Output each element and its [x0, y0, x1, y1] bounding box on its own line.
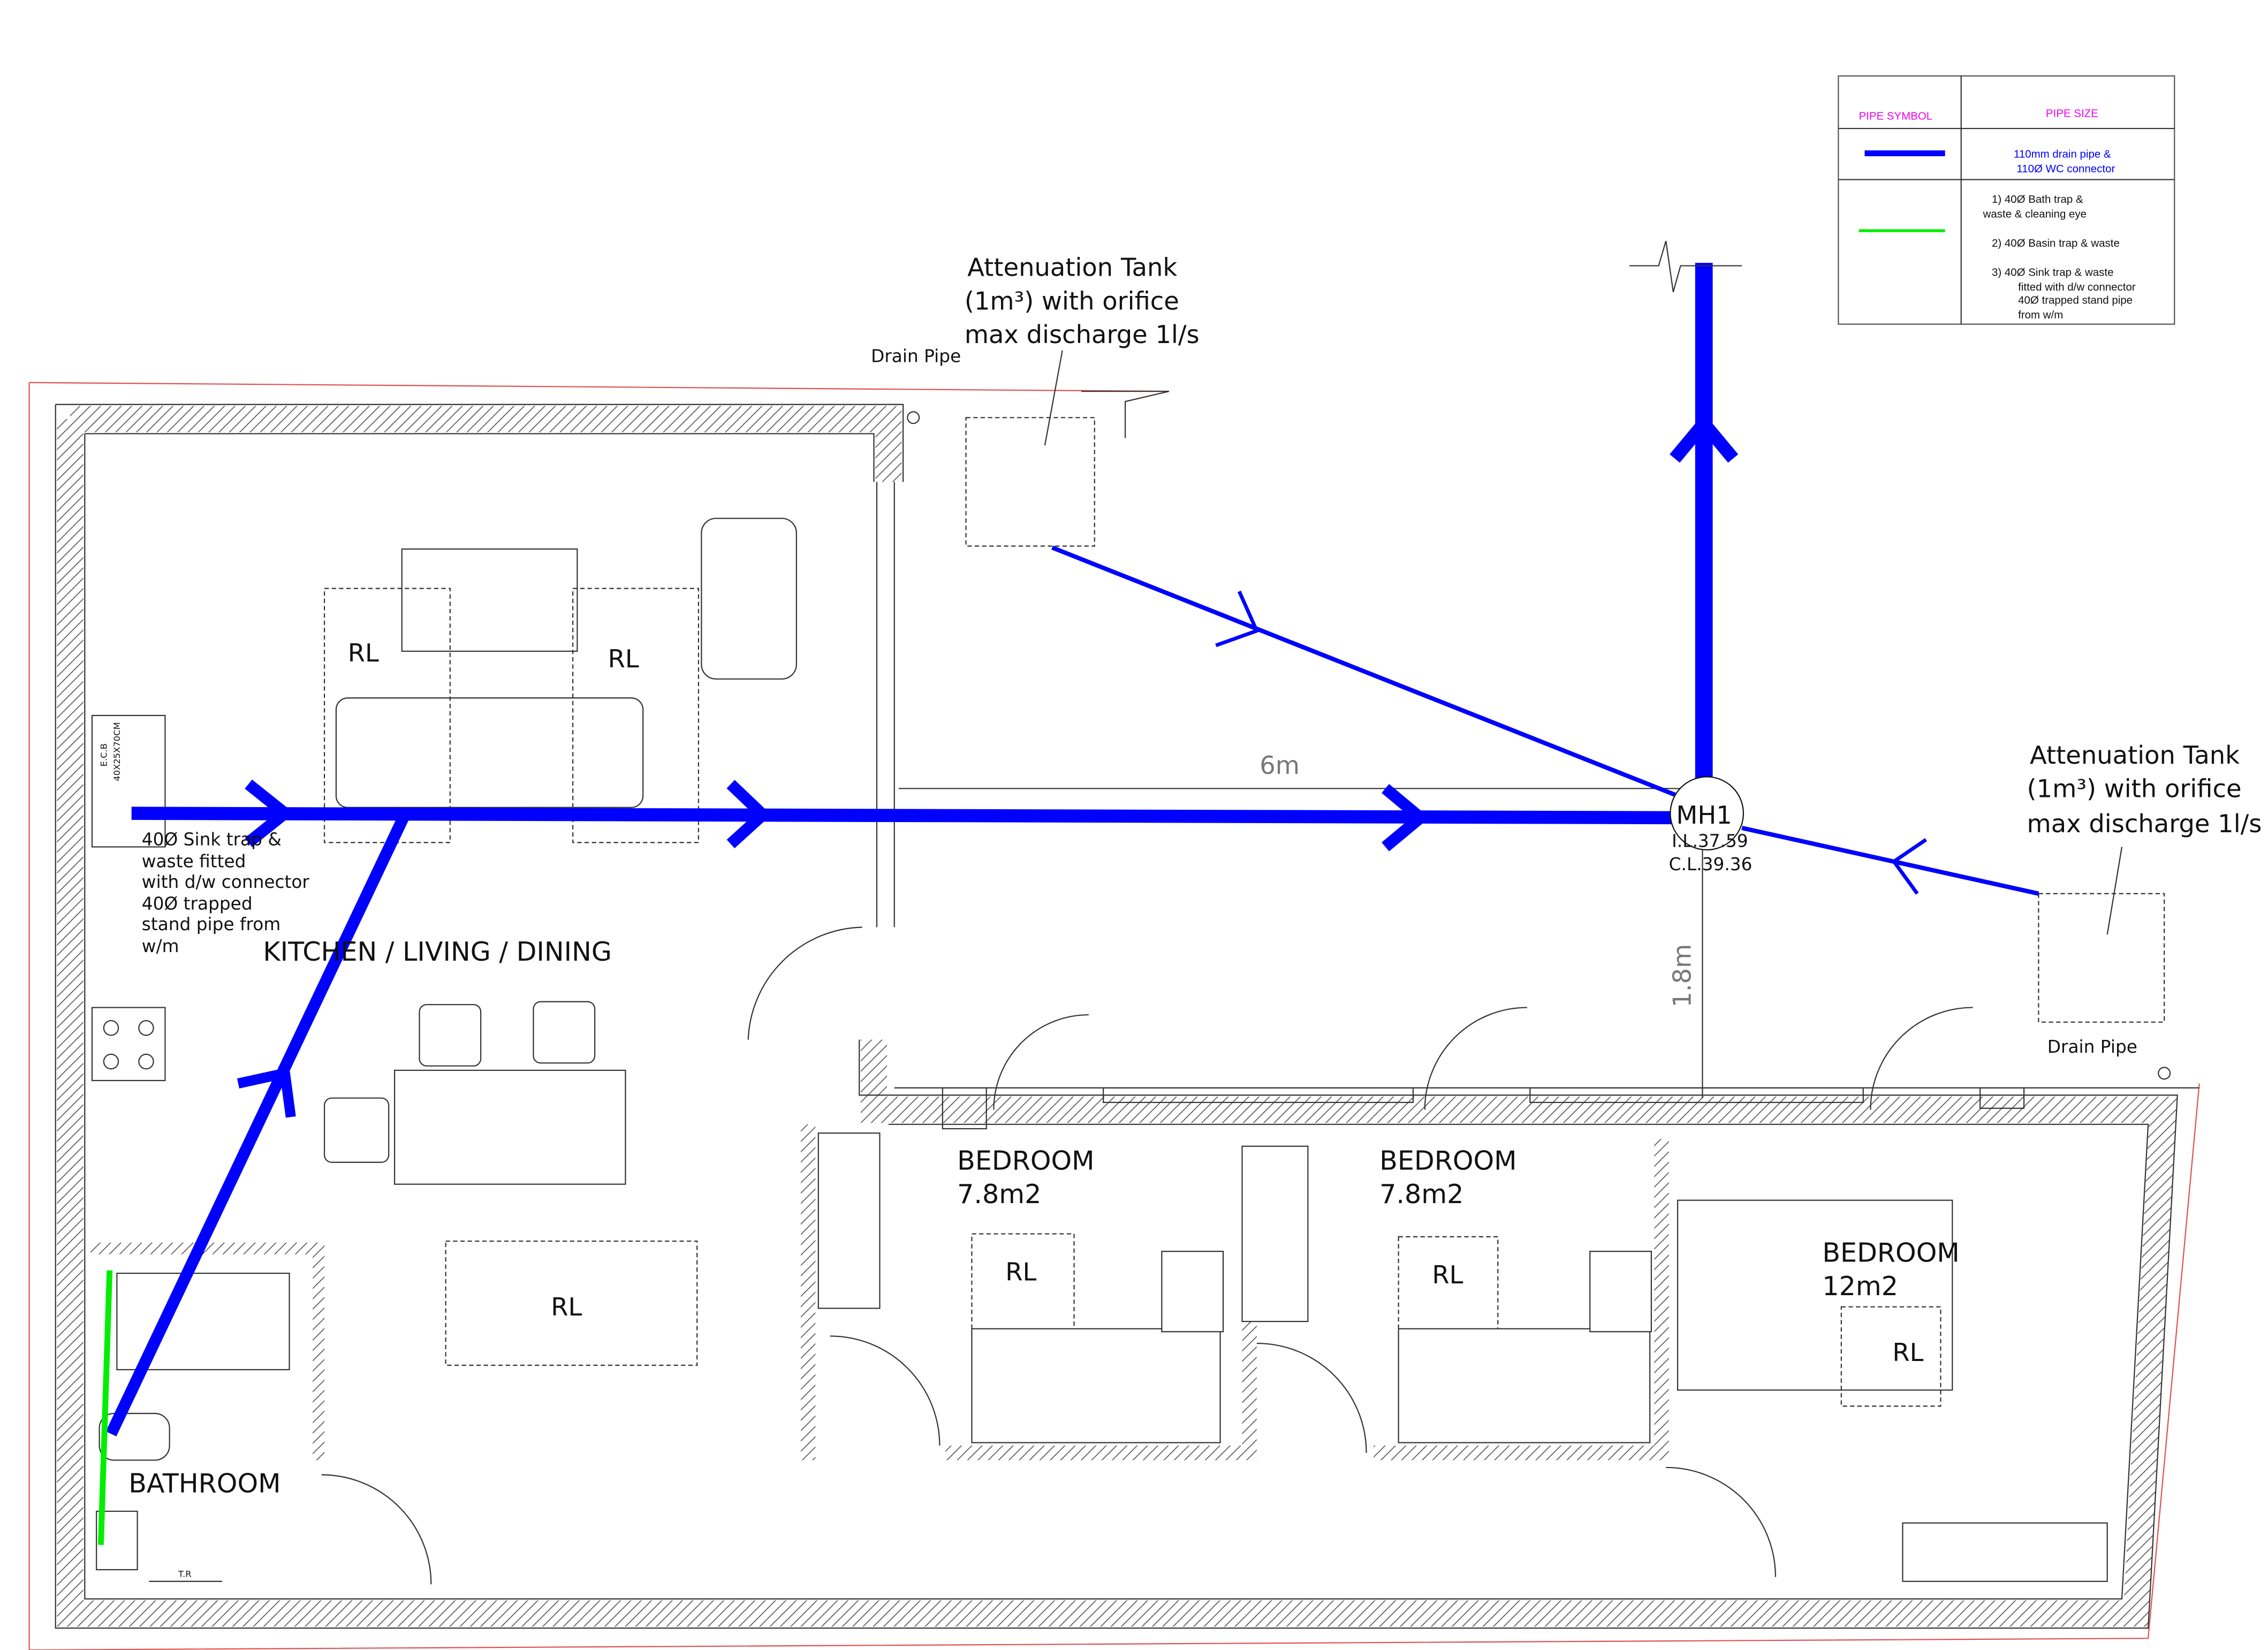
svg-text:Drain Pipe: Drain Pipe: [2047, 1037, 2137, 1057]
svg-text:waste & cleaning eye: waste & cleaning eye: [1983, 208, 2087, 220]
sink-note: 40Ø Sink trap & waste fitted with d/w co…: [98, 722, 309, 956]
room-bedroom-3: BEDROOM: [1822, 1237, 1959, 1268]
svg-text:T.R: T.R: [178, 1569, 192, 1579]
waste-pipe: [97, 1270, 113, 1545]
svg-text:40X25X70CM: 40X25X70CM: [112, 722, 122, 781]
svg-text:stand pipe from: stand pipe from: [142, 914, 280, 934]
main-drain-pipe: [131, 807, 1673, 825]
manhole-mh1: MH1 I.L.37.59 C.L.39.36: [1669, 776, 1753, 875]
svg-text:2) 40Ø Basin trap & waste: 2) 40Ø Basin trap & waste: [1992, 237, 2120, 249]
rl-marker: RL: [348, 638, 379, 667]
svg-text:7.8m2: 7.8m2: [957, 1178, 1041, 1210]
rl-marker: RL: [1005, 1258, 1036, 1287]
furniture: [91, 417, 2165, 1582]
dimension-lines: 6m 1.8m: [898, 751, 1703, 1098]
rl-marker: RL: [1892, 1338, 1923, 1367]
tank-right-pipe: [1741, 825, 2039, 896]
svg-text:Attenuation Tank: Attenuation Tank: [2030, 741, 2240, 770]
manhole-cover-level: C.L.39.36: [1669, 854, 1753, 875]
svg-text:40Ø trapped stand pipe: 40Ø trapped stand pipe: [2018, 294, 2133, 306]
manhole-name: MH1: [1676, 801, 1732, 830]
svg-text:12m2: 12m2: [1822, 1271, 1898, 1302]
flow-arrow: [237, 1067, 296, 1118]
svg-text:max discharge 1l/s: max discharge 1l/s: [965, 320, 1200, 349]
flow-arrow: [1382, 784, 1430, 851]
svg-text:7.8m2: 7.8m2: [1379, 1178, 1463, 1210]
flow-arrow: [1215, 590, 1260, 648]
svg-text:fitted with d/w connector: fitted with d/w connector: [2018, 281, 2136, 293]
tank-right-label: Attenuation Tank (1m³) with orifice max …: [2027, 741, 2262, 1080]
svg-text:40Ø Sink trap &: 40Ø Sink trap &: [142, 830, 282, 850]
svg-text:110Ø WC connector: 110Ø WC connector: [2016, 163, 2115, 175]
svg-text:PIPE SIZE: PIPE SIZE: [2046, 107, 2098, 119]
svg-text:3) 40Ø Sink trap & waste: 3) 40Ø Sink trap & waste: [1992, 267, 2113, 279]
svg-text:waste fitted: waste fitted: [142, 851, 246, 872]
svg-text:(1m³) with orifice: (1m³) with orifice: [2027, 774, 2242, 803]
site-boundary: [28, 382, 2200, 1650]
svg-text:from w/m: from w/m: [2018, 309, 2063, 321]
svg-text:Drain Pipe: Drain Pipe: [871, 346, 961, 367]
manhole-invert-level: I.L.37.59: [1672, 831, 1748, 851]
svg-text:1) 40Ø Bath trap &: 1) 40Ø Bath trap &: [1992, 193, 2083, 206]
svg-text:40Ø trapped: 40Ø trapped: [142, 894, 253, 914]
svg-text:110mm drain pipe &: 110mm drain pipe &: [2014, 148, 2111, 161]
rl-marker: RL: [608, 644, 639, 673]
pipe-legend: PIPE SYMBOL PIPE SIZE 110mm drain pipe &…: [1838, 75, 2175, 325]
flow-arrow: [1891, 838, 1928, 895]
room-kitchen: KITCHEN / LIVING / DINING: [263, 936, 612, 967]
svg-text:(1m³) with orifice: (1m³) with orifice: [965, 286, 1179, 315]
svg-text:max discharge 1l/s: max discharge 1l/s: [2027, 809, 2262, 838]
tank-top-pipe: [1051, 545, 1679, 798]
flow-arrow: [245, 779, 294, 847]
svg-text:Attenuation Tank: Attenuation Tank: [967, 253, 1177, 282]
flow-arrow: [1670, 413, 1739, 463]
dimension-6m: 6m: [1260, 751, 1300, 780]
rl-marker: RL: [1432, 1260, 1463, 1289]
svg-text:w/m: w/m: [142, 936, 179, 956]
room-bathroom: BATHROOM: [128, 1467, 280, 1499]
svg-text:PIPE SYMBOL: PIPE SYMBOL: [1859, 110, 1933, 123]
room-bedroom-2: BEDROOM: [1379, 1145, 1516, 1176]
flow-arrow: [726, 780, 772, 849]
svg-text:E.C.B: E.C.B: [98, 743, 109, 766]
tank-top-label: Attenuation Tank (1m³) with orifice max …: [871, 253, 1200, 446]
drain-pipes: [97, 263, 2039, 1545]
dimension-1-8m: 1.8m: [1668, 944, 1697, 1008]
room-labels: KITCHEN / LIVING / DINING BATHROOM T.R B…: [128, 638, 1960, 1582]
wc-drain-pipe: [105, 815, 409, 1436]
room-bedroom-1: BEDROOM: [957, 1145, 1094, 1176]
rl-marker: RL: [551, 1292, 582, 1321]
svg-text:with d/w connector: with d/w connector: [142, 872, 310, 892]
